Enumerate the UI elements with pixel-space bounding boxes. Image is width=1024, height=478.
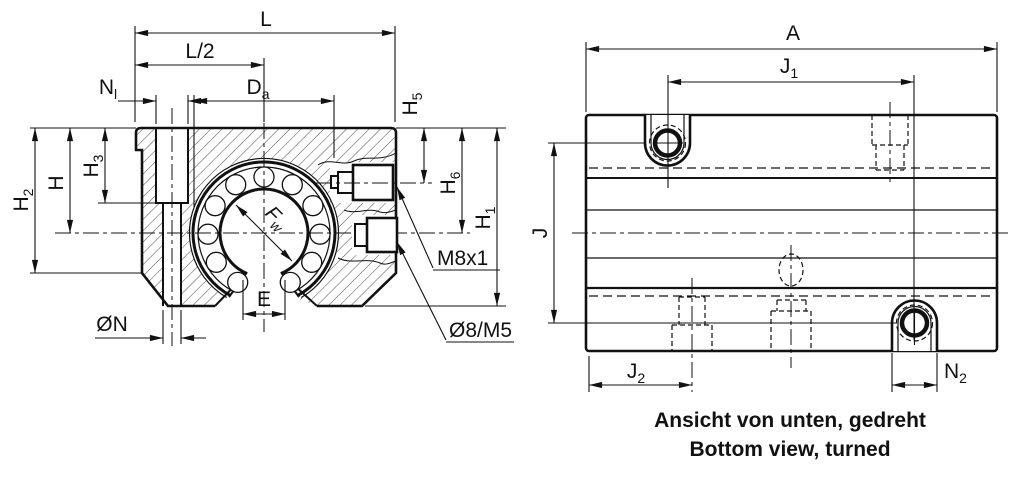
dim-label-H5: H5 [399, 92, 425, 115]
view-caption: Ansicht von unten, gedreht Bottom view, … [654, 409, 926, 461]
dim-label-J2: J2 [627, 360, 646, 386]
dim-label-L2: L/2 [185, 40, 214, 63]
dim-label-H2: H2 [10, 188, 36, 211]
dim-label-Nl: Nl [99, 76, 117, 102]
break-line [317, 152, 397, 166]
front-dimensions [31, 29, 501, 342]
dim-label-ON: ØN [96, 313, 128, 336]
grease-plug [316, 152, 432, 214]
front-view: M8x1 Ø8/M5 L L/2 Nl Da H2 H H3 H5 H6 H1 … [10, 8, 514, 346]
break-line [343, 209, 397, 214]
dim-label-L: L [260, 8, 272, 31]
leader-m8x1 [396, 186, 434, 269]
front-dim-labels: L L/2 Nl Da H2 H H3 H5 H6 H1 Fw E ØN [10, 8, 498, 336]
dim-label-N2: N2 [944, 360, 967, 386]
housing-section-hatch [136, 128, 397, 306]
front-callouts: M8x1 Ø8/M5 [396, 186, 514, 343]
port-plug [337, 216, 399, 265]
callout-m8x1: M8x1 [437, 247, 488, 270]
dim-label-H3: H3 [80, 154, 106, 177]
dim-label-J1: J1 [780, 55, 799, 81]
bottom-dim-labels: A J1 J J2 N2 [529, 22, 967, 386]
dim-line-Fw [235, 204, 293, 262]
caption-german: Ansicht von unten, gedreht [654, 409, 926, 432]
dim-label-A: A [786, 22, 800, 45]
dim-label-Da: Da [247, 76, 270, 102]
caption-english: Bottom view, turned [689, 438, 890, 461]
leader-o8m5 [396, 241, 447, 341]
hidden-grease-port [770, 245, 812, 368]
break-line [337, 257, 397, 265]
hidden-hole-bottom-left [671, 278, 713, 392]
callout-o8m5: Ø8/M5 [449, 319, 512, 342]
hidden-hole-top-right [871, 102, 909, 182]
bottom-view: A J1 J J2 N2 Ansicht von unten, gedreht … [529, 22, 1011, 461]
dim-label-H6: H6 [437, 171, 463, 194]
dim-label-E: E [257, 288, 271, 311]
bottom-dimensions [550, 45, 997, 389]
counterbore-hole [155, 108, 189, 346]
dim-label-H1: H1 [472, 206, 498, 229]
dim-label-J: J [529, 228, 552, 239]
dim-label-H: H [45, 175, 68, 190]
